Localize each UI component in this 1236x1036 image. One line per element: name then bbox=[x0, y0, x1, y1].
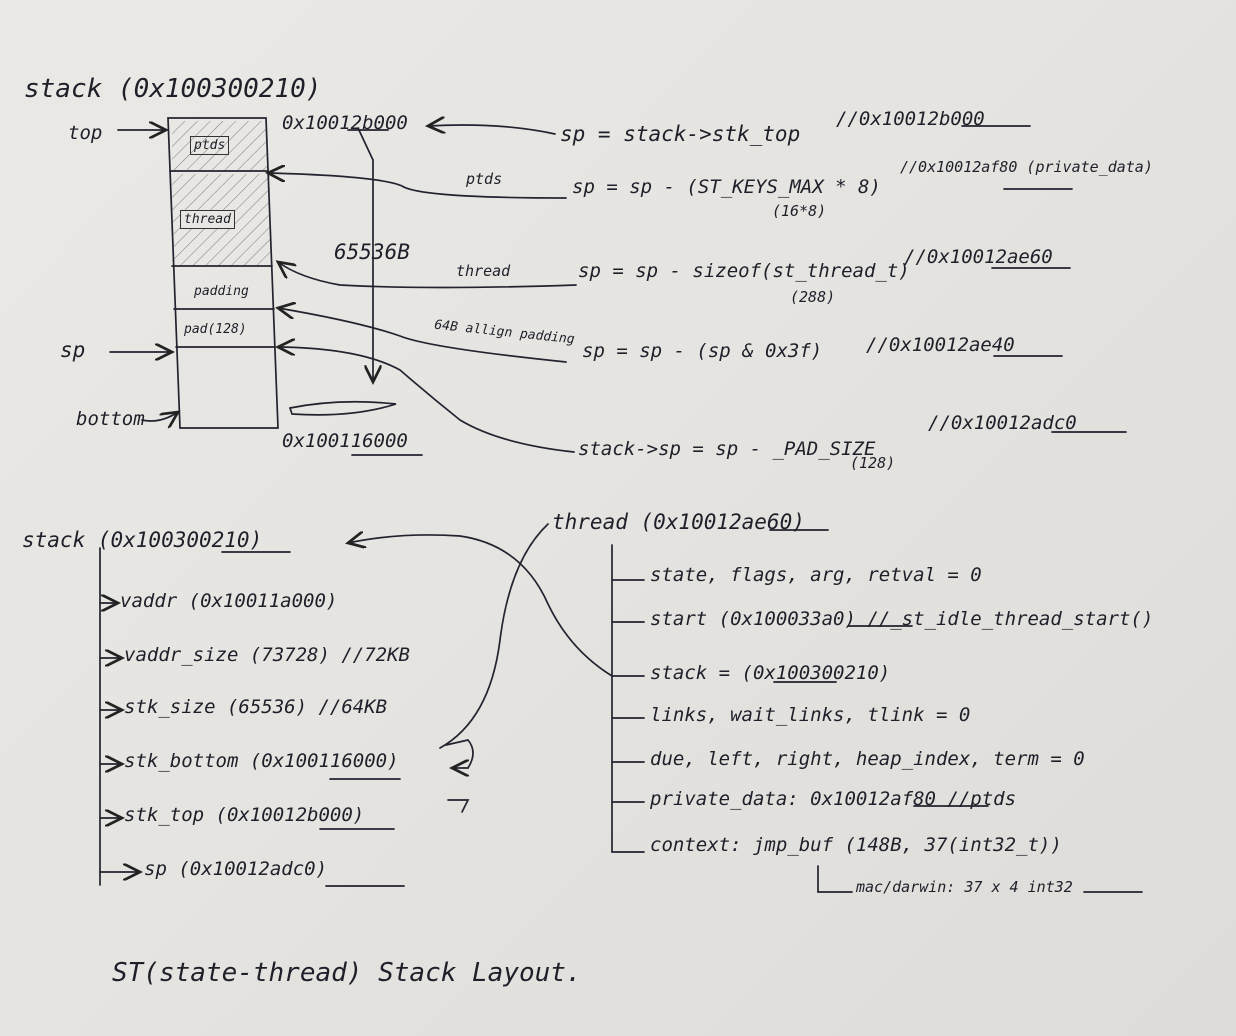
arrow-stk-top bbox=[428, 125, 556, 135]
stack-column bbox=[167, 117, 279, 429]
sp-label: sp bbox=[60, 338, 86, 362]
step-3-note: (288) bbox=[790, 288, 836, 306]
stack-top-address: 0x10012b000 bbox=[282, 112, 408, 134]
stack-field-stk-bottom: stk_bottom (0x100116000) bbox=[124, 750, 399, 772]
step-5-comment: //0x10012adc0 bbox=[928, 412, 1077, 434]
top-bracket bbox=[447, 799, 470, 813]
step-2-comment: //0x10012af80 (private_data) bbox=[900, 158, 1153, 176]
top-label: top bbox=[68, 122, 103, 144]
thread-field-state: state, flags, arg, retval = 0 bbox=[650, 564, 982, 586]
thread-subnote: mac/darwin: 37 x 4 int32 bbox=[856, 878, 1073, 896]
arrow-thread bbox=[278, 262, 577, 289]
stack-title: stack (0x100300210) bbox=[24, 74, 322, 104]
thread-field-due: due, left, right, heap_index, term = 0 bbox=[650, 748, 1085, 770]
block-ptds: ptds bbox=[190, 136, 230, 155]
stack-field-sp: sp (0x10012adc0) bbox=[144, 858, 328, 880]
arrow-ptds bbox=[268, 173, 567, 199]
thread-field-stack: stack = (0x100300210) bbox=[650, 662, 891, 684]
step-1-code: sp = stack->stk_top bbox=[560, 122, 801, 146]
struct-link bbox=[439, 523, 549, 749]
stack-field-vaddr: vaddr (0x10011a000) bbox=[120, 590, 338, 612]
arrow-label-ptds: ptds bbox=[466, 170, 503, 188]
bottom-pointer bbox=[141, 412, 178, 421]
thread-struct-title: thread (0x10012ae60) bbox=[552, 510, 805, 534]
bottom-scribble bbox=[288, 400, 397, 416]
step-4-code: sp = sp - (sp & 0x3f) bbox=[582, 340, 823, 362]
stack-size-label: 65536B bbox=[334, 240, 410, 264]
bottom-label: bottom bbox=[76, 408, 145, 430]
bottom-to-vaddr bbox=[445, 739, 474, 768]
thread-field-context: context: jmp_buf (148B, 37(int32_t)) bbox=[650, 834, 1062, 856]
stack-bottom-address: 0x100116000 bbox=[282, 430, 408, 452]
step-3-comment: //0x10012ae60 bbox=[904, 246, 1053, 268]
thread-field-private-data: private_data: 0x10012af80 //ptds bbox=[650, 788, 1017, 810]
step-2-note: (16*8) bbox=[772, 202, 827, 220]
block-thread: thread bbox=[180, 210, 235, 229]
hatch-top bbox=[172, 121, 267, 171]
block-pad: pad(128) bbox=[184, 322, 247, 337]
thread-field-start: start (0x100033a0) //_st_idle_thread_sta… bbox=[650, 608, 1154, 630]
arrow-label-thread: thread bbox=[456, 262, 511, 280]
arrow-pad bbox=[278, 347, 575, 453]
step-3-code: sp = sp - sizeof(st_thread_t) bbox=[578, 260, 910, 282]
step-1-comment: //0x10012b000 bbox=[836, 108, 985, 130]
diagram-caption: ST(state-thread) Stack Layout. bbox=[112, 958, 582, 988]
stack-struct-title: stack (0x100300210) bbox=[22, 528, 263, 552]
step-2-code: sp = sp - (ST_KEYS_MAX * 8) bbox=[572, 176, 881, 198]
step-5-code: stack->sp = sp - _PAD_SIZE bbox=[578, 438, 876, 460]
thread-field-links: links, wait_links, tlink = 0 bbox=[650, 704, 971, 726]
arrow-align bbox=[278, 308, 567, 363]
stack-field-stk-top: stk_top (0x10012b000) bbox=[124, 804, 365, 826]
step-4-comment: //0x10012ae40 bbox=[866, 334, 1015, 356]
stack-field-vaddr-size: vaddr_size (73728) //72KB bbox=[124, 644, 410, 666]
block-padding: padding bbox=[194, 284, 249, 299]
thread-stack-link bbox=[348, 535, 613, 677]
step-5-note: (128) bbox=[850, 454, 896, 472]
stack-field-stk-size: stk_size (65536) //64KB bbox=[124, 696, 388, 718]
